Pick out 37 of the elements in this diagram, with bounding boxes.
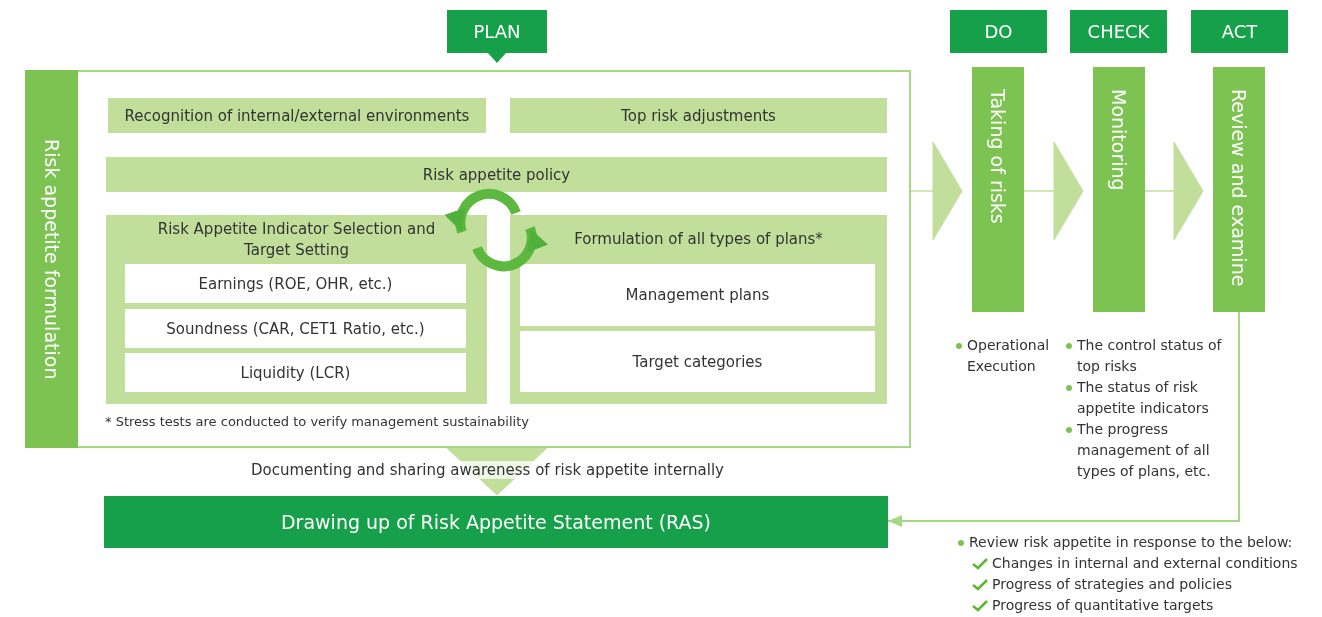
phase-tab: ACT [1191,10,1288,53]
process-box: Recognition of internal/external environments [108,98,486,133]
group-heading: Formulation of all types of plans* [573,229,824,250]
bullet-item: Operational Execution [955,335,1055,377]
chevron-arrow [910,141,963,241]
panel-heading: Risk appetite formulation [40,138,63,380]
item-box: Earnings (ROE, OHR, etc.) [125,264,466,303]
item-box: Target categories [520,331,875,392]
plan-panel [25,70,911,448]
cycle-arrow [472,226,547,272]
cycle-arrow [445,188,521,234]
phase-column: Monitoring [1093,67,1145,312]
group-heading: Risk Appetite Indicator Selection and Target Setting [156,219,437,261]
item-box: Liquidity (LCR) [125,353,466,392]
group-box [510,215,887,404]
process-box: Top risk adjustments [510,98,887,133]
chevron-arrow [1023,141,1084,241]
item-box: Management plans [520,264,875,326]
phase-tab: PLAN [447,10,547,63]
footnote: * Stress tests are conducted to verify management sustainability [105,414,529,429]
bullet-item: The control status of top risks [1065,335,1230,377]
process-box: Risk appetite policy [106,157,887,192]
phase-tab: DO [950,10,1047,53]
list-item: Progress of strategies and policies [992,575,1232,594]
phase-column: Review and examine [1213,67,1265,312]
group-box [106,215,487,404]
chevron-arrow [1144,141,1204,241]
phase-column: Taking of risks [972,67,1024,312]
bullet-item: Review risk appetite in response to the below: [957,532,1293,553]
list-item: Progress of quantitative targets [992,596,1214,615]
phase-tab: CHECK [1070,10,1167,53]
item-box: Soundness (CAR, CET1 Ratio, etc.) [125,309,466,348]
arrow [887,311,1240,527]
list-item: Changes in internal and external conditions [992,554,1298,573]
bullet-item: The status of risk appetite indicators [1065,377,1230,419]
statement-banner: Drawing up of Risk Appetite Statement (RAS) [104,496,888,548]
bullet-item: The progress management of all types of plans, etc. [1065,419,1230,482]
